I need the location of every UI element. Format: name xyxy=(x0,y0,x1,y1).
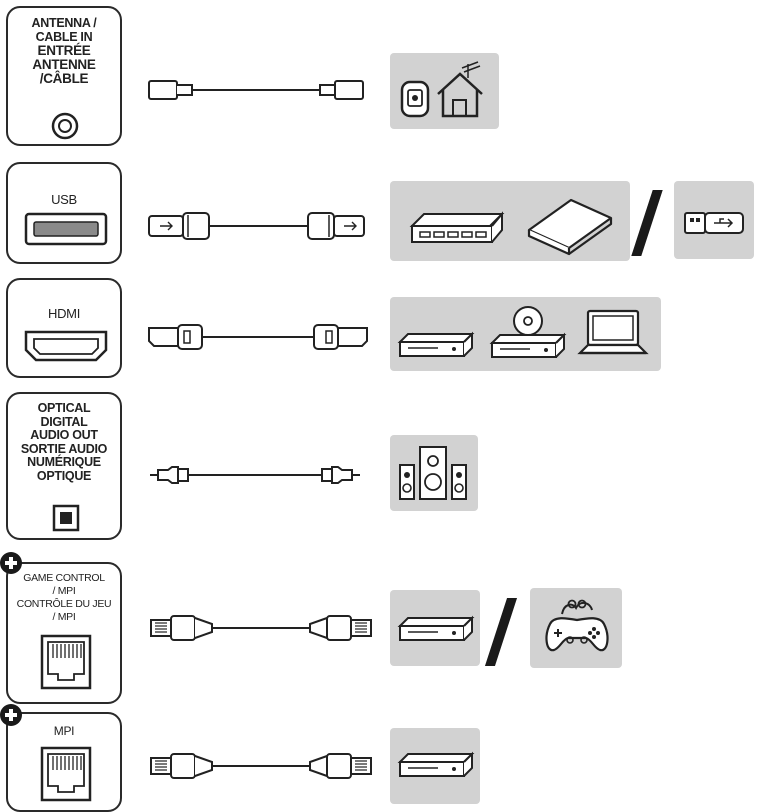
label-line: /CÂBLE xyxy=(39,71,89,86)
blu-ray-player-icon xyxy=(397,331,475,357)
external-hard-drive-icon xyxy=(527,198,613,256)
antenna-port-label: ANTENNA / CABLE IN ENTRÉE ANTENNE /CÂBLE xyxy=(8,16,120,86)
optical-port-icon xyxy=(52,504,80,532)
antenna-port-box: ANTENNA / CABLE IN ENTRÉE ANTENNE /CÂBLE xyxy=(6,6,122,146)
rj45-port-icon xyxy=(40,746,92,802)
set-top-box-icon xyxy=(409,211,505,243)
dvd-player-icon xyxy=(489,306,567,358)
label-line: CONTRÔLE DU JEU xyxy=(16,598,112,610)
label-line: HDMI xyxy=(47,306,81,321)
usb-port-box: USB xyxy=(6,162,122,264)
hdmi-port-label: HDMI xyxy=(8,306,120,321)
coax-cable-icon xyxy=(148,80,364,100)
game-control-port-label: GAME CONTROL / MPI CONTRÔLE DU JEU / MPI xyxy=(8,572,120,624)
label-line: DIGITAL xyxy=(40,414,88,429)
label-line: / MPI xyxy=(52,611,76,623)
hdmi-port-icon xyxy=(24,330,108,362)
rj45-port-icon xyxy=(40,634,92,690)
label-line: ANTENNA / xyxy=(31,16,97,30)
or-separator xyxy=(484,598,518,666)
optical-port-label: OPTICAL DIGITAL AUDIO OUT SORTIE AUDIO N… xyxy=(8,401,120,483)
label-line: GAME CONTROL xyxy=(23,572,105,584)
set-top-box-icon xyxy=(397,751,475,777)
network-cable-icon xyxy=(150,615,372,641)
label-line: ANTENNE xyxy=(32,57,96,72)
antenna-house-icon xyxy=(400,61,483,118)
hdmi-cable-icon xyxy=(148,324,368,350)
label-line: NUMÉRIQUE xyxy=(27,455,101,469)
coax-jack-icon xyxy=(51,112,79,140)
usb-port-icon xyxy=(24,212,108,246)
usb-port-label: USB xyxy=(8,192,120,207)
label-line: MPI xyxy=(53,724,75,738)
label-line: CABLE IN xyxy=(35,30,93,44)
gamepad-icon xyxy=(545,599,609,652)
hdmi-port-box: HDMI xyxy=(6,278,122,378)
mpi-port-box: MPI xyxy=(6,712,122,812)
set-top-box-icon xyxy=(397,615,475,641)
label-line: AUDIO OUT xyxy=(30,428,98,442)
label-line: OPTIQUE xyxy=(36,468,92,483)
label-line: SORTIE AUDIO xyxy=(20,441,108,456)
or-separator xyxy=(631,190,663,256)
label-line: ENTRÉE xyxy=(37,43,91,58)
optional-plus-icon xyxy=(0,704,22,726)
label-line: / MPI xyxy=(52,585,76,597)
usb-stick-icon xyxy=(684,212,744,234)
optical-cable-icon xyxy=(150,466,360,484)
label-line: USB xyxy=(51,192,77,207)
optional-plus-icon xyxy=(0,552,22,574)
label-line: OPTICAL xyxy=(37,401,91,415)
laptop-icon xyxy=(577,309,649,355)
speakers-icon xyxy=(399,446,467,500)
network-cable-icon xyxy=(150,753,372,779)
optical-port-box: OPTICAL DIGITAL AUDIO OUT SORTIE AUDIO N… xyxy=(6,392,122,540)
mpi-port-label: MPI xyxy=(8,724,120,738)
game-control-port-box: GAME CONTROL / MPI CONTRÔLE DU JEU / MPI xyxy=(6,562,122,704)
usb-cable-icon xyxy=(148,212,365,240)
